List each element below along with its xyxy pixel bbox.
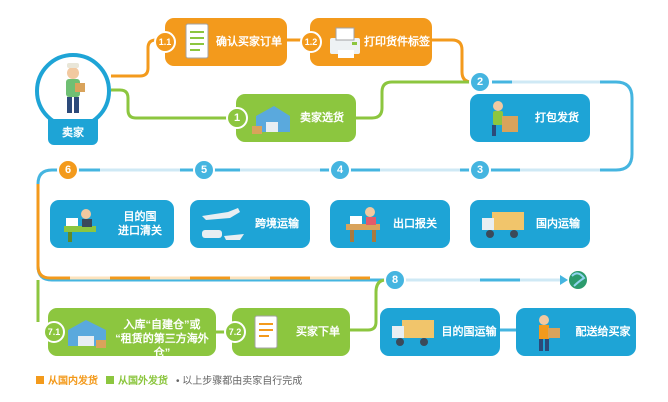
legend-overseas-label: 从国外发货 bbox=[118, 376, 168, 387]
step-destination-transport: 目的国运输 bbox=[380, 308, 500, 356]
connector-1-to-2 bbox=[356, 80, 470, 120]
overseas-warehouse-icon bbox=[68, 320, 106, 348]
step-pack-ship: 打包发货 bbox=[470, 94, 590, 142]
step-number: 1.1 bbox=[154, 31, 176, 53]
step-label: 打包发货 bbox=[535, 112, 579, 124]
printer-icon bbox=[330, 27, 360, 58]
step-label: 国内运输 bbox=[536, 218, 580, 230]
step-select-goods: 卖家选货 bbox=[236, 94, 356, 142]
step-number: 7.1 bbox=[43, 321, 65, 343]
packer-icon bbox=[492, 101, 518, 136]
step-number: 6 bbox=[57, 159, 79, 181]
step-print-label: 打印货件标签 bbox=[310, 18, 432, 66]
delivery-person-icon bbox=[539, 315, 560, 351]
legend-overseas: 从国外发货 bbox=[106, 372, 168, 387]
connector-domestic-route bbox=[36, 184, 370, 280]
step-buyer-orders: 买家下单 bbox=[232, 308, 350, 356]
arrowhead bbox=[560, 275, 568, 285]
destination-truck-icon bbox=[392, 320, 434, 346]
legend-domestic: 从国内发货 bbox=[36, 372, 98, 387]
step-label: 入库“自建仓”或 “租赁的第三方海外仓” bbox=[110, 318, 214, 360]
legend-note: • 以上步骤都由卖家自行完成 bbox=[176, 376, 303, 387]
step-import-customs: 目的国 进口清关 bbox=[50, 200, 174, 248]
legend: 从国内发货 从国外发货 • 以上步骤都由卖家自行完成 bbox=[36, 372, 310, 387]
truck-icon bbox=[482, 212, 524, 238]
step-number: 1.2 bbox=[300, 31, 322, 53]
legend-swatch-green bbox=[106, 375, 114, 384]
step-label-line2: “租赁的第三方海外仓” bbox=[115, 333, 209, 359]
connector-7-2-to-8 bbox=[350, 278, 387, 332]
seller-label: 卖家 bbox=[48, 119, 98, 145]
step-cross-border: 跨境运输 bbox=[190, 200, 310, 248]
step-number: 3 bbox=[469, 159, 491, 181]
step-label-line1: 入库“自建仓”或 bbox=[123, 319, 201, 331]
connector-dashes bbox=[100, 80, 600, 282]
step-number: 7.2 bbox=[224, 321, 246, 343]
step-warehouse-inbound: 入库“自建仓”或 “租赁的第三方海外仓” bbox=[48, 308, 216, 359]
step-label: 跨境运输 bbox=[255, 218, 299, 230]
step-label: 配送给买家 bbox=[575, 326, 631, 338]
customs-desk-icon bbox=[346, 207, 380, 242]
person-icon bbox=[66, 63, 85, 113]
step-number: 4 bbox=[329, 159, 351, 181]
step-confirm-order: 确认买家订单 bbox=[165, 18, 287, 66]
step-number: 8 bbox=[384, 269, 406, 291]
step-label-line2: 进口清关 bbox=[118, 225, 162, 237]
step-label: 目的国 进口清关 bbox=[110, 210, 170, 238]
legend-swatch-orange bbox=[36, 375, 44, 384]
step-label: 买家下单 bbox=[296, 326, 340, 338]
step-number: 1 bbox=[226, 107, 248, 129]
step-domestic-transport: 国内运输 bbox=[470, 200, 590, 248]
step-deliver-buyer: 配送给买家 bbox=[516, 308, 636, 356]
warehouse-icon bbox=[252, 106, 290, 134]
import-desk-icon bbox=[64, 209, 96, 242]
step-label: 出口报关 bbox=[393, 218, 437, 230]
step-number: 5 bbox=[193, 159, 215, 181]
order-document-icon bbox=[254, 315, 278, 349]
seller-avatar bbox=[35, 53, 111, 129]
step-number: 2 bbox=[469, 71, 491, 93]
step-label: 卖家选货 bbox=[300, 112, 344, 124]
connector-seller-to-1 bbox=[111, 88, 236, 120]
plane-ship-icon bbox=[202, 208, 244, 240]
document-icon bbox=[185, 23, 209, 59]
step-label-line1: 目的国 bbox=[123, 211, 157, 223]
legend-domestic-label: 从国内发货 bbox=[48, 376, 98, 387]
step-label: 打印货件标签 bbox=[364, 36, 430, 48]
step-label: 确认买家订单 bbox=[216, 36, 282, 48]
step-export-customs: 出口报关 bbox=[330, 200, 450, 248]
connector-seller-to-1-1 bbox=[111, 38, 165, 78]
step-label: 目的国运输 bbox=[441, 326, 497, 338]
